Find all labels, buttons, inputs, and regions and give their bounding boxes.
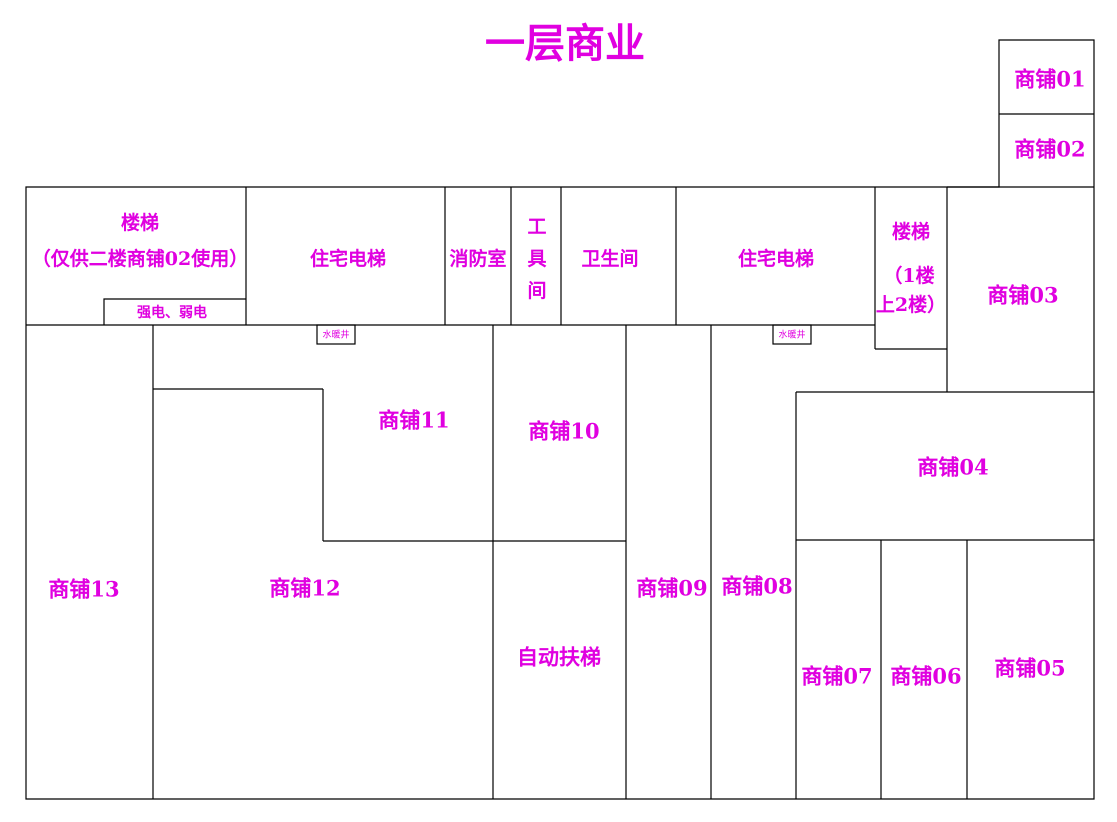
label-shop13: 商铺13 [48,577,119,602]
plan-title: 一层商业 [485,20,645,67]
label-stair-left: 楼梯 [121,211,159,234]
shaft-right-box [772,324,812,345]
label-shop01: 商铺01 [1014,67,1085,92]
label-shop11: 商铺11 [378,408,449,433]
label-shop08: 商铺08 [721,574,792,599]
label-shop05: 商铺05 [994,656,1065,681]
electric-room [103,298,246,325]
label-tool-3: 间 [527,280,546,302]
label-escalator: 自动扶梯 [517,645,601,670]
label-shop02: 商铺02 [1014,137,1085,162]
label-shaft-right: 水暖井 [778,329,805,341]
label-stair-right-2: （1楼 [883,264,934,287]
label-shop10: 商铺10 [528,419,599,444]
label-tool-1: 工 [527,216,546,238]
label-shop06: 商铺06 [890,664,961,689]
label-stair-right-1: 楼梯 [892,220,930,243]
label-tool-2: 具 [527,248,546,270]
label-electric: 强电、弱电 [137,304,207,321]
shaft-left-box [316,324,356,345]
label-fire-room: 消防室 [449,247,506,270]
label-elevator-right: 住宅电梯 [738,247,814,270]
label-restroom: 卫生间 [581,247,638,270]
label-shop03: 商铺03 [987,283,1058,308]
label-shop09: 商铺09 [636,576,707,601]
label-stair-right-3: 上2楼） [876,293,946,316]
label-shop04: 商铺04 [917,455,988,480]
label-elevator-left: 住宅电梯 [310,247,386,270]
label-shop07: 商铺07 [801,664,872,689]
label-shaft-left: 水暖井 [322,329,349,341]
label-stair-left-note: （仅供二楼商铺02使用） [32,247,248,270]
label-shop12: 商铺12 [269,576,340,601]
